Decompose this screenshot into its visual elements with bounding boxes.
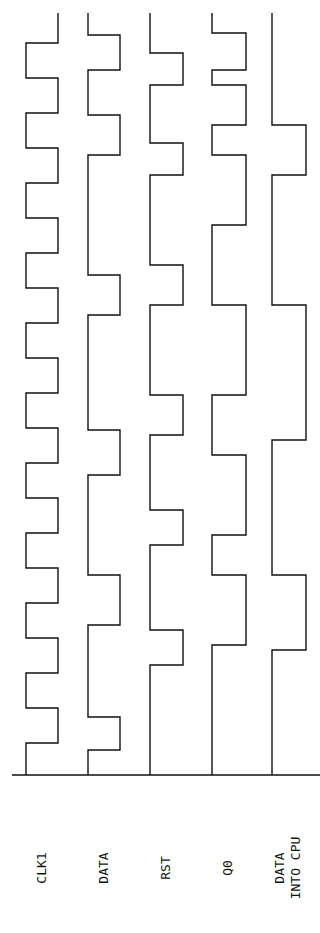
signal-waveform (272, 13, 306, 775)
signal-name: CLK1 (34, 808, 50, 928)
time-baseline (12, 774, 320, 776)
signal-name: RST (158, 808, 174, 928)
signal-waveform (88, 13, 120, 775)
signal-name: DATA (96, 808, 112, 928)
signal-waveform (212, 13, 246, 775)
signal-waveform (150, 13, 183, 775)
signal-name: DATA INTO CPU (272, 833, 304, 903)
signal-name: Q0 (220, 808, 236, 928)
signal-waveform (26, 13, 58, 775)
